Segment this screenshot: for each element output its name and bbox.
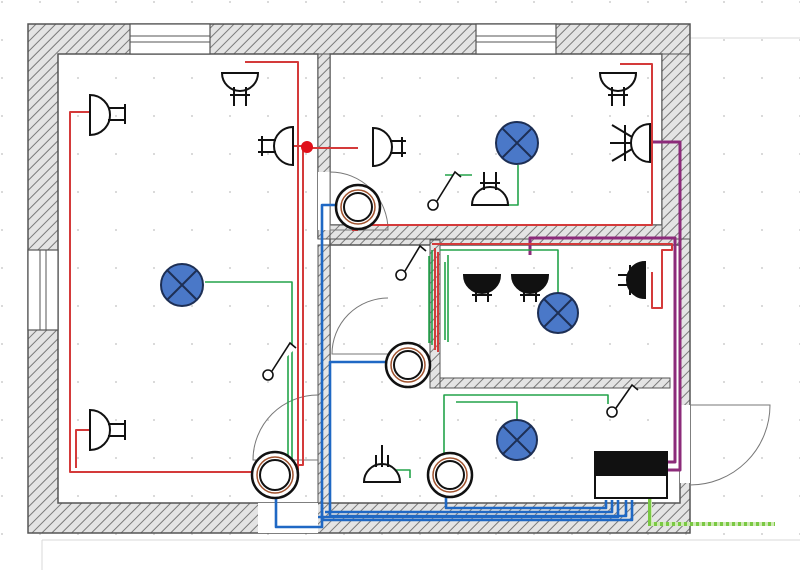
ceiling-lamps <box>160 121 579 461</box>
switch-icon <box>262 341 297 381</box>
socket-outlet-icon <box>510 274 550 302</box>
partition-wall <box>437 377 671 389</box>
switch-icon <box>606 383 639 418</box>
socket-outlet-icon <box>470 172 510 206</box>
door-opening <box>318 172 330 230</box>
ceiling-lamp-icon <box>160 263 204 307</box>
distribution-panel <box>594 451 668 499</box>
junction-box-icon <box>384 341 432 389</box>
socket-outlet-icon <box>462 274 502 302</box>
window <box>129 23 211 55</box>
socket-outlet-icon <box>362 445 402 483</box>
ceiling-lamp-icon <box>495 121 539 165</box>
ground-bus-bundle <box>274 203 634 529</box>
junction-dot <box>301 141 313 153</box>
switch-icon <box>395 244 427 281</box>
junction-boxes <box>250 183 474 500</box>
partition-wall <box>317 244 331 504</box>
external-feed-cable <box>648 498 775 526</box>
socket-outlet-icon <box>220 72 260 106</box>
switches <box>262 170 639 418</box>
socket-outlets <box>89 72 651 483</box>
socket-outlet-icon <box>610 122 651 164</box>
junction-box-icon <box>426 451 474 499</box>
socket-outlet-icon <box>598 72 638 106</box>
socket-outlet-icon <box>89 408 126 452</box>
door-opening <box>680 405 690 483</box>
ceiling-lamp-icon <box>496 419 538 461</box>
ceiling-lamp-icon <box>537 292 579 334</box>
door-swing <box>252 394 319 461</box>
partition-wall <box>661 53 691 240</box>
socket-outlet-icon <box>89 93 126 137</box>
socket-outlet-icon <box>258 125 294 167</box>
socket-outlet-icon <box>372 126 406 168</box>
junction-box-icon <box>334 183 382 231</box>
junction-box-icon <box>250 450 300 500</box>
window <box>27 249 59 331</box>
socket-outlet-icon <box>618 260 646 300</box>
switch-icon <box>427 170 462 211</box>
door-opening <box>258 503 318 533</box>
door-swing <box>331 297 389 355</box>
window <box>475 23 557 55</box>
door-swing <box>689 404 771 486</box>
